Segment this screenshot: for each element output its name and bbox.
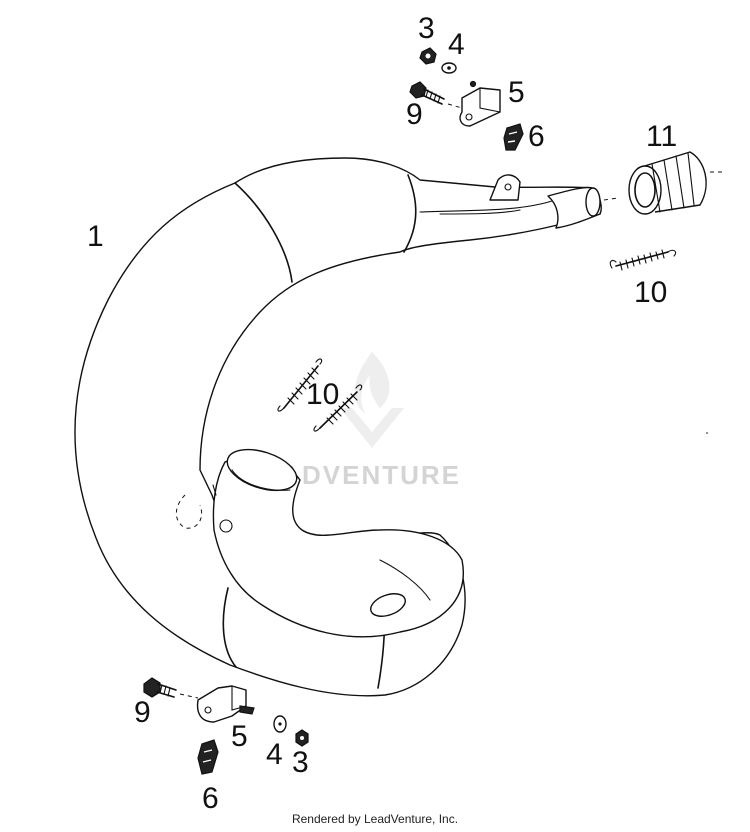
callout-clip-bottom: 6 — [202, 782, 219, 815]
callout-bracket-bottom: 5 — [231, 720, 248, 753]
callout-washer-bottom: 4 — [266, 738, 283, 771]
clip-bottom[interactable] — [197, 739, 219, 775]
sleeve-coupling[interactable] — [603, 151, 722, 215]
callout-nut-top: 3 — [418, 12, 435, 45]
nut-top[interactable] — [419, 47, 437, 65]
bolt-bottom[interactable] — [143, 677, 177, 698]
top-hardware — [409, 47, 524, 151]
callout-bolt-top: 9 — [406, 98, 423, 131]
nut-bottom[interactable] — [295, 729, 309, 747]
callout-bracket-top: 5 — [508, 76, 525, 109]
callout-spring-right: 10 — [634, 276, 667, 309]
clip-top[interactable] — [503, 123, 524, 151]
washer-bottom[interactable] — [273, 715, 287, 733]
callout-nut-bottom: 3 — [292, 746, 309, 779]
washer-top[interactable] — [441, 62, 457, 74]
callout-spring-center: 10 — [306, 378, 339, 411]
leadventure-flame-logo-icon — [340, 352, 404, 448]
bolt-top[interactable] — [409, 81, 445, 105]
exhaust-pipe[interactable] — [74, 157, 602, 697]
footer-credit: Rendered by LeadVenture, Inc. — [291, 812, 459, 826]
spring-center[interactable] — [277, 358, 363, 432]
callout-clip-top: 6 — [528, 120, 545, 153]
spring-right[interactable] — [609, 249, 677, 271]
bracket-bottom[interactable] — [196, 685, 255, 723]
callout-pipe: 1 — [87, 220, 104, 253]
bottom-hardware — [143, 677, 309, 775]
callout-bolt-bottom: 9 — [134, 696, 151, 729]
callout-sleeve: 11 — [646, 120, 677, 153]
bracket-top[interactable] — [459, 80, 501, 127]
callout-washer-top: 4 — [448, 28, 465, 61]
